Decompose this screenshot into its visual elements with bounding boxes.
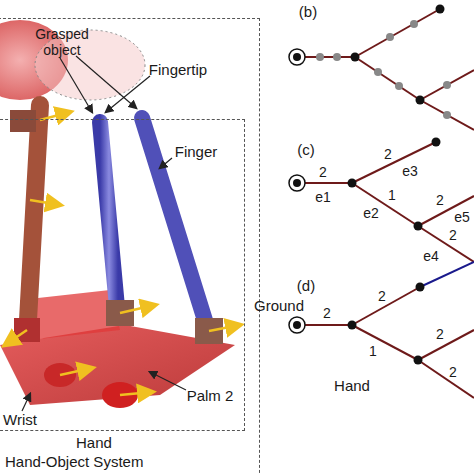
boundary-label: Hand	[76, 434, 112, 451]
edge-name: e5	[454, 209, 470, 225]
edge-weight: 2	[319, 164, 327, 180]
finger	[100, 122, 118, 318]
edge-weight: 2	[384, 146, 392, 162]
panel-label: (b)	[299, 3, 317, 20]
graph-vertices	[289, 283, 425, 365]
part-label: Finger	[175, 143, 218, 160]
edge-weight: 1	[369, 343, 377, 359]
edge-weight: 2	[449, 364, 457, 380]
part-label: Grasped object	[29, 26, 95, 58]
edge-weight: 2	[323, 305, 331, 321]
panel-label: (d)	[297, 277, 315, 294]
joint	[10, 110, 36, 132]
part-label: Palm 2	[187, 387, 234, 404]
edge-weight: 2	[378, 288, 386, 304]
panel-label: (c)	[297, 141, 315, 158]
edge-weight: 2	[436, 326, 444, 342]
graph-vertices	[289, 5, 451, 120]
hand-boundary: Hand	[0, 119, 245, 431]
edge-name: e3	[402, 163, 418, 179]
edge-name: e4	[423, 248, 439, 264]
node-label: Hand	[334, 377, 370, 394]
finger	[28, 105, 40, 320]
edge-weight: 2	[436, 192, 444, 208]
part-label: Fingertip	[149, 61, 207, 78]
edge-weight: 2	[449, 227, 457, 243]
part-label: Wrist	[3, 411, 37, 428]
system-boundary: Hand-Object System Hand	[0, 18, 260, 474]
node-label: Ground	[254, 297, 304, 314]
edge-name: e2	[363, 205, 379, 221]
edge-weight: 1	[388, 187, 396, 203]
boundary-label: Hand-Object System	[5, 453, 143, 470]
graph-vertices	[289, 138, 441, 231]
edge-name: e1	[315, 189, 331, 205]
